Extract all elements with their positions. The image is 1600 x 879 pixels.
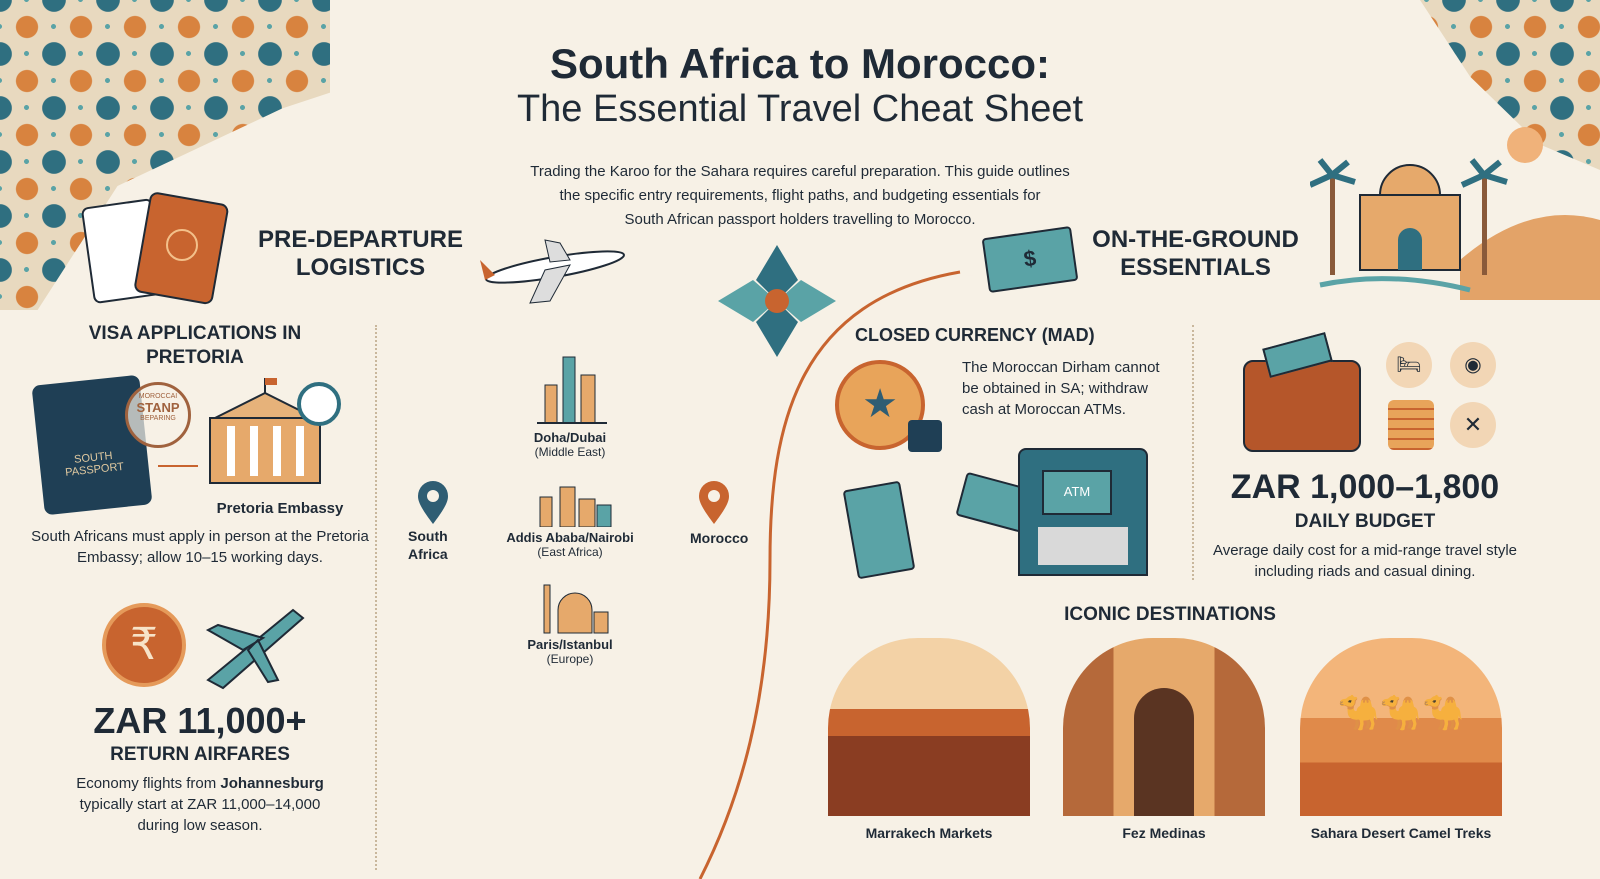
hub-region: (Europe) bbox=[546, 652, 594, 666]
currency-coin-icon: ₹ bbox=[102, 603, 186, 687]
gate-arch bbox=[1134, 688, 1194, 816]
stamp-text: BEPARING bbox=[140, 415, 176, 422]
destinations-heading: ICONIC DESTINATIONS bbox=[1064, 604, 1276, 625]
embassy-label: Pretoria Embassy bbox=[216, 500, 344, 517]
fez-medinas-image bbox=[1063, 638, 1265, 816]
atm-keypad bbox=[1038, 527, 1128, 565]
hub-paris: Paris/Istanbul(Europe) bbox=[480, 637, 660, 666]
heading-line: ESSENTIALS bbox=[1120, 254, 1271, 281]
header-backdrop bbox=[330, 0, 1330, 280]
heading-line: LOGISTICS bbox=[295, 254, 426, 281]
skyline-addis-icon bbox=[539, 486, 612, 527]
pre-departure-heading: PRE-DEPARTURE LOGISTICS bbox=[248, 226, 473, 282]
wallet-icon bbox=[1243, 360, 1361, 452]
visa-heading: VISA APPLICATIONS IN PRETORIA bbox=[40, 322, 350, 370]
destination-label: Fez Medinas bbox=[1122, 825, 1206, 841]
currency-heading: CLOSED CURRENCY (MAD) bbox=[855, 325, 1095, 345]
camel-silhouettes-icon: 🐪🐪🐪 bbox=[1337, 694, 1465, 732]
heading-line: PRE-DEPARTURE bbox=[258, 226, 463, 253]
divider bbox=[375, 325, 377, 870]
intro-line: South African passport holders travellin… bbox=[624, 211, 976, 228]
sahara-camel-treks-image: 🐪🐪🐪 bbox=[1300, 638, 1502, 816]
visa-stamp-icon: MOROCCAI STANP BEPARING bbox=[125, 382, 191, 448]
destination-label: Marrakech Markets bbox=[865, 825, 993, 841]
page-subtitle: The Essential Travel Cheat Sheet bbox=[516, 88, 1084, 130]
documents-passport-icon bbox=[81, 192, 229, 305]
lock-icon bbox=[908, 420, 942, 452]
airplane-icon bbox=[480, 239, 625, 304]
page-title: South Africa to Morocco: bbox=[549, 40, 1051, 87]
visa-body: South Africans must apply in person at t… bbox=[31, 528, 369, 566]
embassy-building-icon bbox=[209, 378, 341, 484]
arrow-right-icon bbox=[158, 465, 198, 467]
divider bbox=[1192, 325, 1194, 580]
budget-body: Average daily cost for a mid-range trave… bbox=[1212, 542, 1518, 580]
stamp-text: MOROCCAI bbox=[138, 393, 178, 400]
text: Economy flights from bbox=[76, 775, 221, 792]
heading-line: VISA APPLICATIONS IN bbox=[88, 323, 302, 344]
marrakech-markets-image bbox=[828, 638, 1030, 816]
intro-line: the specific entry requirements, flight … bbox=[559, 187, 1041, 204]
atm-screen: ATM bbox=[1042, 470, 1112, 515]
moroccan-tile-ornament bbox=[718, 245, 836, 357]
hub-doha: Doha/Dubai(Middle East) bbox=[480, 430, 660, 459]
hub-city: Addis Ababa/Nairobi bbox=[506, 530, 634, 545]
skyline-istanbul-icon bbox=[543, 584, 609, 634]
airfare-amount: ZAR 11,000+ bbox=[93, 700, 307, 741]
hub-city: Paris/Istanbul bbox=[527, 637, 613, 652]
hub-city: Doha/Dubai bbox=[533, 430, 607, 445]
stamp-text: STANP bbox=[136, 400, 180, 415]
airplane-icon bbox=[205, 608, 305, 690]
bed-icon: 🛏 bbox=[1386, 342, 1432, 388]
intro-description: Trading the Karoo for the Sahara require… bbox=[450, 160, 1150, 232]
on-the-ground-heading: ON-THE-GROUND ESSENTIALS bbox=[1078, 226, 1313, 282]
plate-icon: ◉ bbox=[1450, 342, 1496, 388]
airfare-label: RETURN AIRFARES bbox=[110, 744, 290, 765]
hub-region: (Middle East) bbox=[534, 445, 606, 459]
cutlery-icon: ✕ bbox=[1450, 402, 1496, 448]
skyline-doha-icon bbox=[537, 356, 607, 424]
moroccan-palace-desert-icon bbox=[1310, 127, 1600, 300]
hub-region: (East Africa) bbox=[537, 545, 603, 559]
text: typically start at ZAR 11,000–14,000 dur… bbox=[79, 796, 321, 834]
heading-line: ON-THE-GROUND bbox=[1092, 226, 1299, 253]
coin-stack-icon bbox=[1388, 400, 1434, 450]
currency-body: The Moroccan Dirham cannot be obtained i… bbox=[962, 359, 1160, 418]
text: South bbox=[408, 528, 448, 544]
text: Africa bbox=[408, 546, 448, 562]
budget-label: DAILY BUDGET bbox=[1294, 511, 1436, 532]
origin-pin-icon bbox=[418, 481, 448, 524]
atm-machine-icon: ATM bbox=[1018, 448, 1148, 576]
intro-line: Trading the Karoo for the Sahara require… bbox=[530, 163, 1070, 180]
destination-pin-icon bbox=[699, 481, 729, 524]
budget-amount: ZAR 1,000–1,800 bbox=[1230, 468, 1500, 506]
route-destination: Morocco bbox=[690, 530, 749, 546]
airfare-body: Economy flights from Johannesburg typica… bbox=[60, 773, 340, 836]
text-bold: Johannesburg bbox=[220, 775, 324, 792]
hub-addis: Addis Ababa/Nairobi(East Africa) bbox=[480, 530, 660, 559]
destination-label: Sahara Desert Camel Treks bbox=[1310, 825, 1492, 841]
dirham-coin-icon: ★ bbox=[835, 360, 925, 450]
heading-line: PRETORIA bbox=[146, 347, 244, 368]
